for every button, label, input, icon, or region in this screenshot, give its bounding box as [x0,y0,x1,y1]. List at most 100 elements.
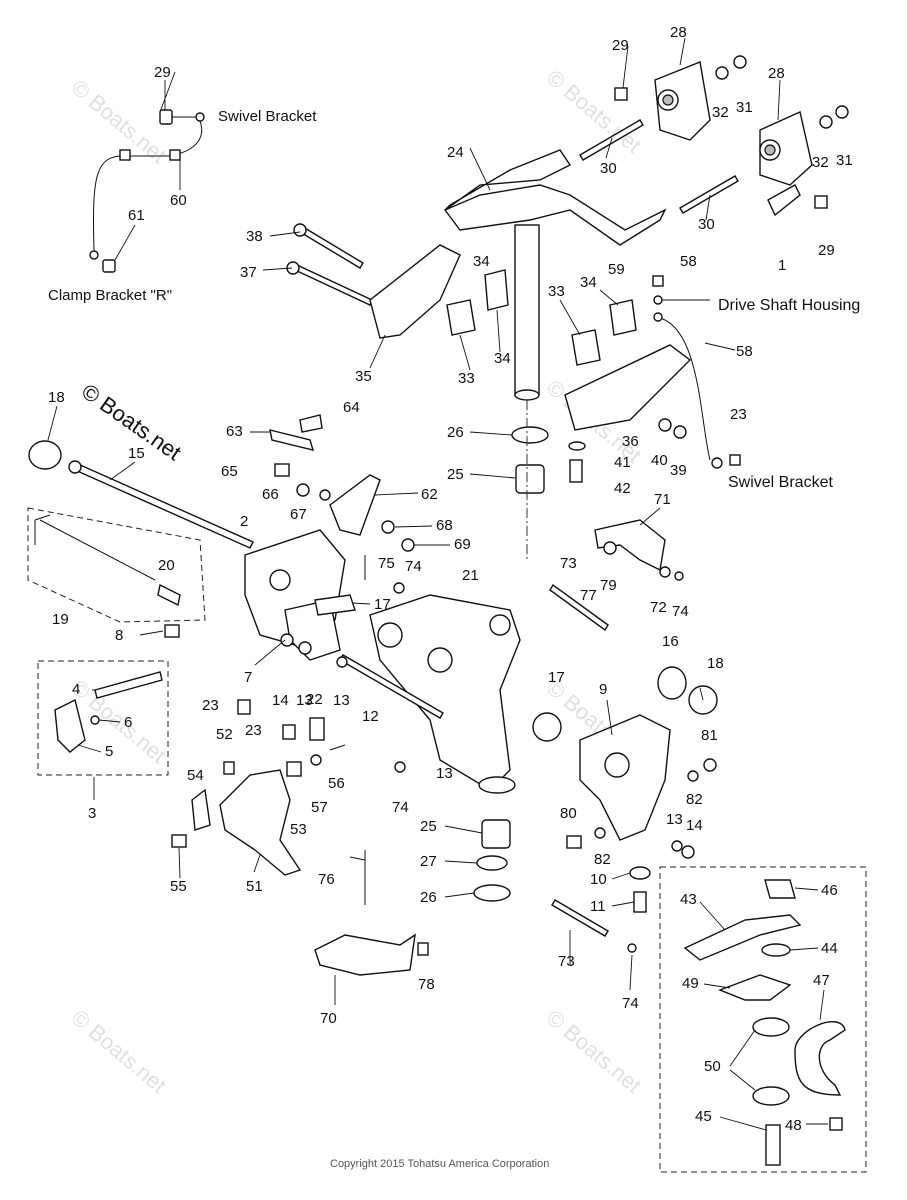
rubber-34b [609,299,637,336]
callout-28: 28 [768,65,785,82]
callout-43: 43 [680,891,697,908]
pin-6 [90,715,100,725]
washer-69 [401,538,415,552]
plate-36 [564,344,692,431]
callout-63: 63 [226,423,243,440]
callout-64: 64 [343,399,360,416]
callout-74: 74 [392,799,409,816]
pin-52 [223,761,235,775]
nut-46 [764,879,796,899]
callout-26: 26 [420,889,437,906]
callout-38: 38 [246,228,263,245]
callout-58: 58 [736,343,753,360]
callout-16: 16 [662,633,679,650]
lever-51 [219,769,302,876]
callout-37: 37 [240,264,257,281]
callout-73: 73 [560,555,577,572]
wire-58b [659,317,711,461]
stud-45 [765,1124,781,1166]
callout-27: 27 [420,853,437,870]
bolt-48 [829,1117,843,1131]
callout-79: 79 [600,577,617,594]
bracket-54 [191,788,211,831]
lever-43 [683,914,802,961]
bushing-17b [532,712,562,742]
washer-32b [819,115,833,129]
callout-17: 17 [548,669,565,686]
callout-74: 74 [672,603,689,620]
watermark-2: © Boats.net [542,65,646,158]
copyright-text: Copyright 2015 Tohatsu America Corporati… [330,1158,549,1170]
spring-20 [157,583,181,607]
callout-56: 56 [328,775,345,792]
callout-80: 80 [560,805,577,822]
plate-35 [369,244,461,339]
callout-18: 18 [48,389,65,406]
callout-34: 34 [580,274,597,291]
callout-73: 73 [558,953,575,970]
leader-lines [47,37,828,1131]
callout-75: 75 [378,555,395,572]
callout-77: 77 [580,587,597,604]
callout-1: 1 [778,257,786,274]
bolt-17a [314,594,356,616]
callout-19: 19 [52,611,69,628]
callout-32: 32 [812,154,829,171]
callout-58: 58 [680,253,697,270]
label-drive-shaft-housing: Drive Shaft Housing [718,297,860,314]
rubber-34a [484,269,509,311]
callout-50: 50 [704,1058,721,1075]
callout-35: 35 [355,368,372,385]
callout-51: 51 [246,878,263,895]
stud-30b [679,175,739,214]
callout-53: 53 [290,821,307,838]
callout-62: 62 [421,486,438,503]
callout-46: 46 [821,882,838,899]
callout-82: 82 [686,791,703,808]
pin-53 [286,761,302,777]
bushing-67 [319,489,331,501]
callout-34: 34 [473,253,490,270]
bolt-23c [282,724,296,740]
callout-numbers: 29 60 61 29 28 32 31 28 32 31 29 1 24 30… [48,24,853,1134]
callout-26: 26 [447,424,464,441]
washer-68 [381,520,395,534]
bushing-25a [515,464,545,494]
callout-23: 23 [202,697,219,714]
nut-18a [28,440,62,470]
washer-72 [659,566,671,578]
callout-2: 2 [240,513,248,530]
callout-45: 45 [695,1108,712,1125]
watermark-7: © Boats.net [542,1005,646,1098]
callout-5: 5 [105,743,113,760]
callout-41: 41 [614,454,631,471]
callout-13: 13 [666,811,683,828]
bolt-37 [294,264,373,306]
lever-71 [594,519,666,572]
callout-59: 59 [608,261,625,278]
callout-39: 39 [670,462,687,479]
callout-14: 14 [272,692,289,709]
callout-29: 29 [154,64,171,81]
clamp-bracket-9 [579,714,671,841]
bolt-29b [614,87,628,101]
callout-48: 48 [785,1117,802,1134]
pin-64 [299,414,323,433]
swivel-bracket-21 [369,594,521,794]
callout-11: 11 [590,898,606,915]
pin-78 [417,942,429,956]
dashed-box-3 [37,660,169,776]
callout-55: 55 [170,878,187,895]
callout-36: 36 [622,433,639,450]
washer-13b [336,656,348,668]
bolt-29c [814,195,828,209]
callout-29: 29 [612,37,629,54]
bolt-11 [633,891,647,913]
washer-26a [511,426,549,444]
callout-69: 69 [454,536,471,553]
lever-5 [54,698,86,753]
callout-10: 10 [590,871,607,888]
nut-31b [835,105,849,119]
